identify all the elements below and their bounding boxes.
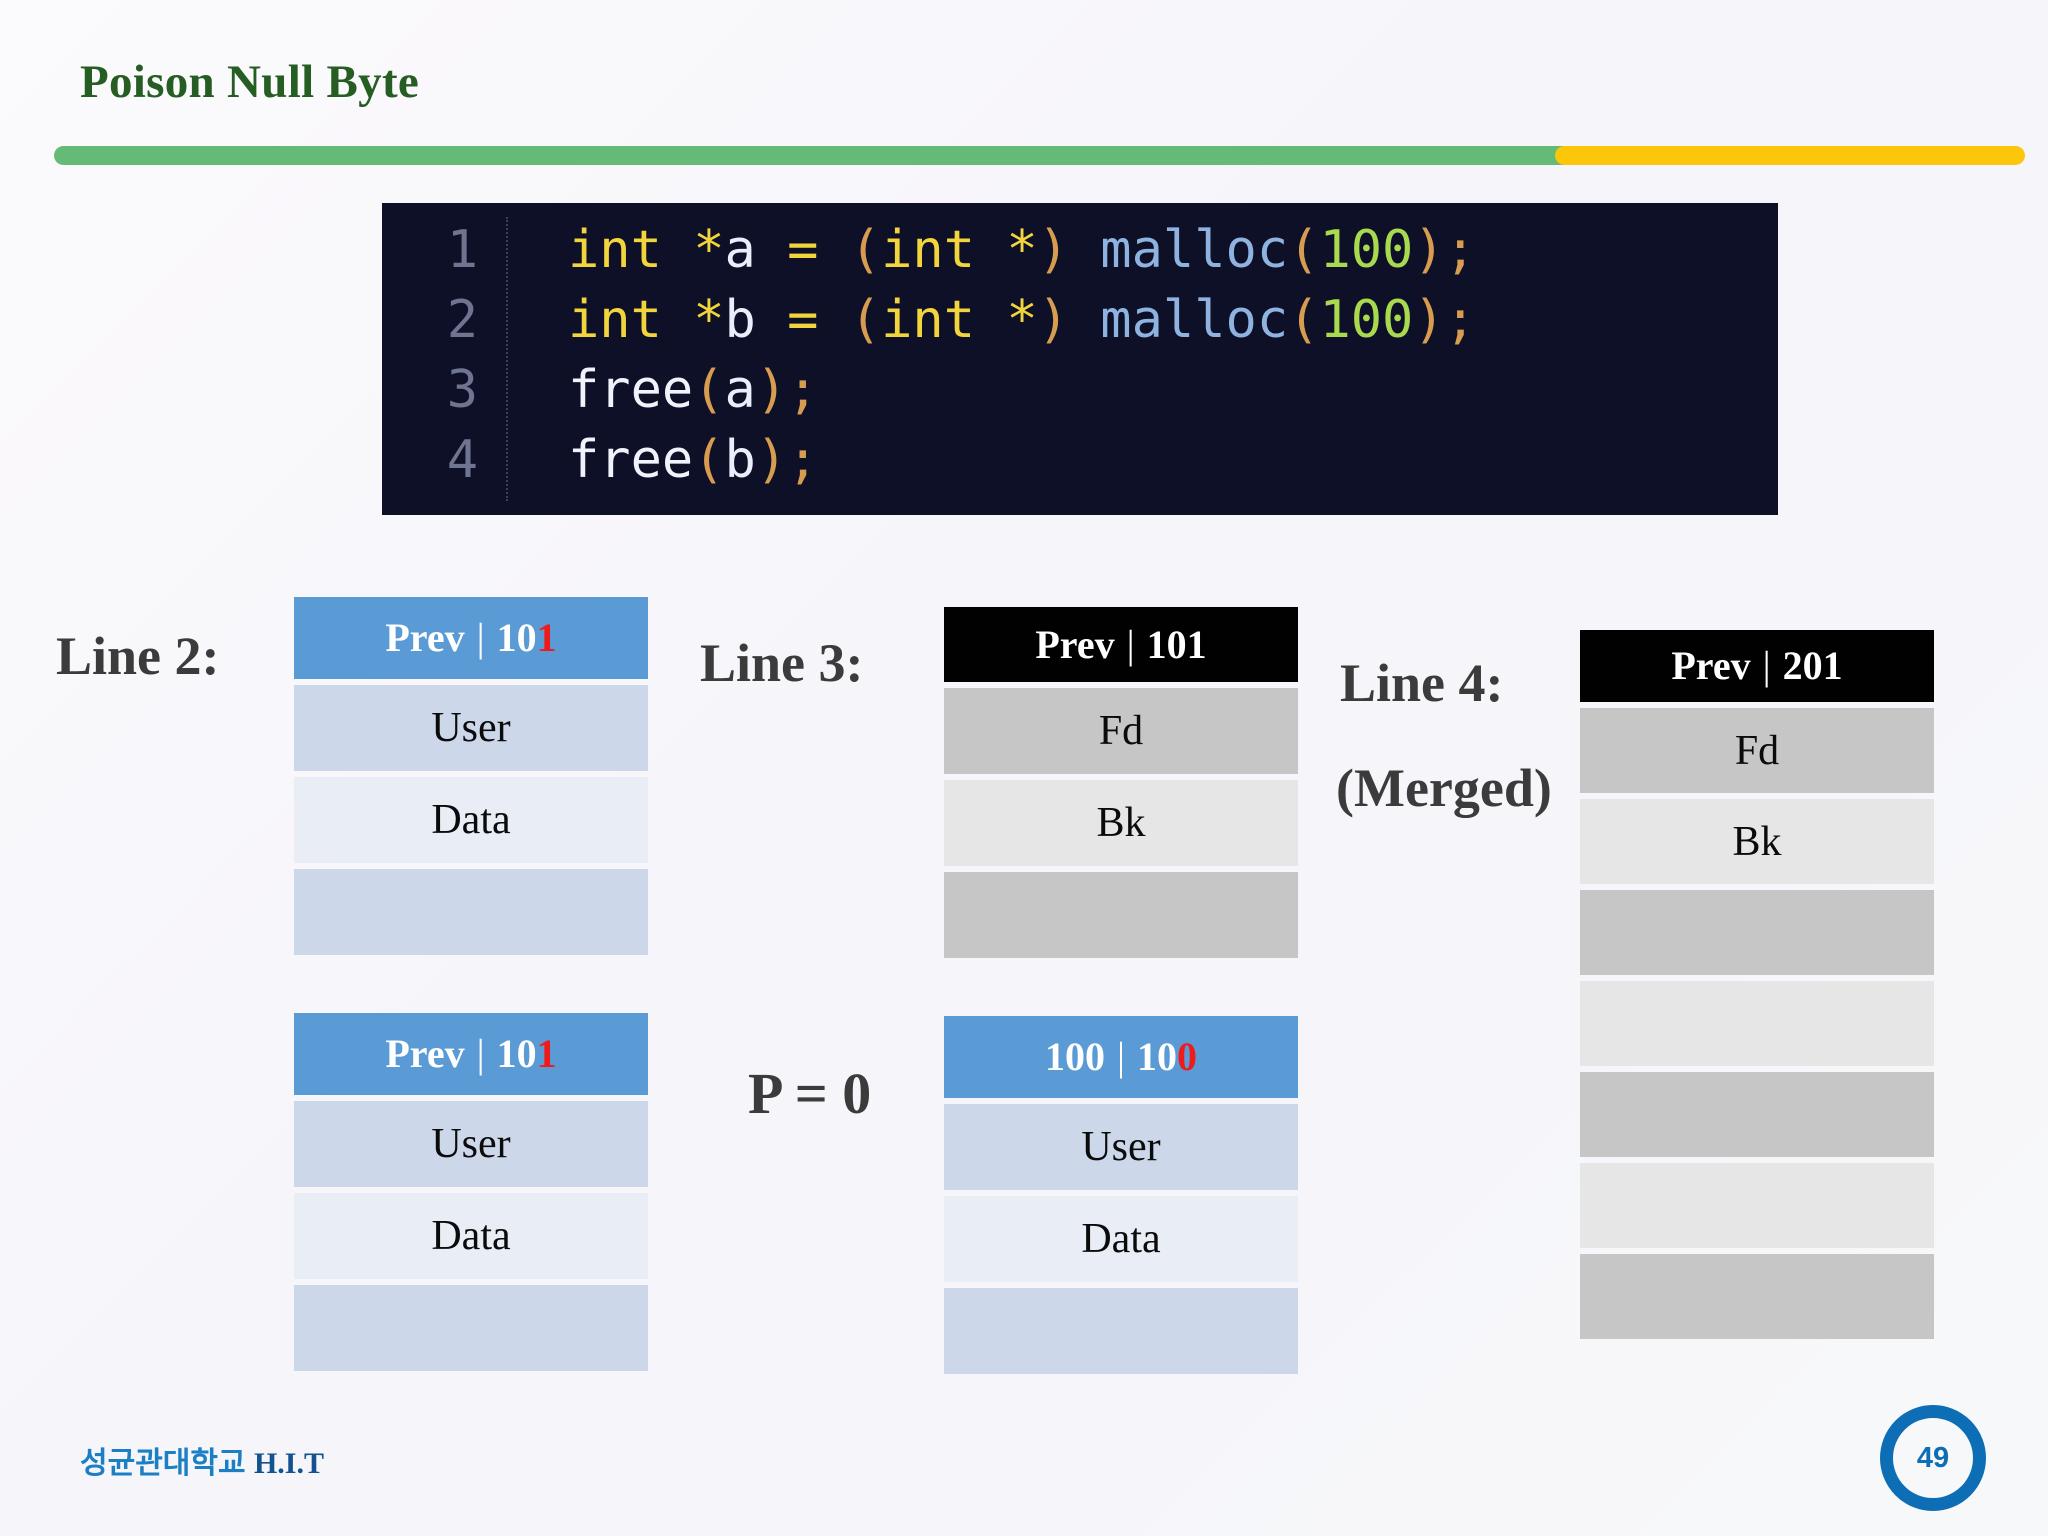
chunk-row-empty bbox=[944, 872, 1298, 958]
code-line-text: int *b = (int *) malloc(100); bbox=[568, 290, 1476, 350]
divider-bar-green bbox=[54, 146, 1614, 165]
code-line-text: free(b); bbox=[568, 430, 819, 490]
page-number: 49 bbox=[1916, 1441, 1950, 1474]
chunk-header-size: 10 bbox=[496, 1031, 537, 1076]
label-p-equals: P = 0 bbox=[748, 1061, 872, 1126]
chunk-row-fd: Fd bbox=[944, 688, 1298, 774]
chunk-row-fd: Fd bbox=[1580, 708, 1934, 793]
code-line-number: 2 bbox=[446, 290, 478, 350]
code-line: 2 int *b = (int *) malloc(100); bbox=[382, 285, 1778, 355]
chunk-header-left: Prev bbox=[385, 1031, 465, 1076]
chunk-header-separator: | bbox=[476, 1031, 485, 1076]
chunk-header-size: 10 bbox=[496, 615, 537, 660]
page-number-badge: 49 bbox=[1880, 1405, 1986, 1511]
chunk-row-bk: Bk bbox=[944, 780, 1298, 866]
chunk-row-label: Data bbox=[431, 797, 511, 843]
chunk-row-label: User bbox=[431, 705, 511, 751]
chunk-header-size-highlight: 0 bbox=[1177, 1034, 1197, 1079]
chunk-header-left: Prev bbox=[385, 615, 465, 660]
chunk-row-label: Data bbox=[431, 1213, 511, 1259]
chunk-row-data: Data bbox=[294, 777, 648, 863]
code-snippet: 1 int *a = (int *) malloc(100); 2 int *b = … bbox=[382, 203, 1778, 515]
chunk-row-label: User bbox=[1081, 1124, 1161, 1170]
page-title: Poison Null Byte bbox=[80, 56, 420, 108]
code-line-text: free(a); bbox=[568, 360, 819, 420]
chunk-header-size-highlight: 1 bbox=[536, 615, 557, 660]
chunk-row-label: Bk bbox=[1096, 800, 1146, 846]
code-line: 1 int *a = (int *) malloc(100); bbox=[382, 215, 1778, 285]
chunk-row-label: Fd bbox=[1098, 708, 1144, 754]
chunk-row-label: Data bbox=[1081, 1216, 1161, 1262]
chunk-row-empty bbox=[1580, 981, 1934, 1066]
chunk-row-empty bbox=[294, 869, 648, 955]
code-line-number: 4 bbox=[446, 430, 478, 490]
chunk-header-separator: | bbox=[1126, 621, 1135, 667]
code-line: 4 free(b); bbox=[382, 425, 1778, 495]
code-line-text: int *a = (int *) malloc(100); bbox=[568, 220, 1476, 280]
chunk-header: Prev|101 bbox=[944, 607, 1298, 682]
label-line-3: Line 3: bbox=[700, 633, 864, 693]
chunk-row-label: User bbox=[431, 1121, 511, 1167]
footer-university: 성균관대학교 bbox=[80, 1447, 246, 1480]
chunk-row-label: Bk bbox=[1732, 818, 1782, 865]
footer-lab: H.I.T bbox=[253, 1447, 324, 1480]
chunk-header: Prev|201 bbox=[1580, 630, 1934, 702]
code-line: 3 free(a); bbox=[382, 355, 1778, 425]
code-line-number: 3 bbox=[446, 360, 478, 420]
chunk-header-size-highlight: 1 bbox=[536, 1031, 557, 1076]
chunk-header-separator: | bbox=[476, 615, 485, 660]
footer-logo: 성균관대학교 H.I.T bbox=[80, 1438, 324, 1482]
label-merged: (Merged) bbox=[1336, 758, 1552, 818]
chunk-row-empty bbox=[944, 1288, 1298, 1374]
chunk-row-data: Data bbox=[944, 1196, 1298, 1282]
divider-bar-yellow bbox=[1555, 146, 2025, 165]
code-lines: 1 int *a = (int *) malloc(100); 2 int *b = … bbox=[382, 215, 1778, 495]
chunk-row-empty bbox=[1580, 890, 1934, 975]
chunk-header-size: 101 bbox=[1146, 621, 1207, 667]
label-line-4: Line 4: bbox=[1340, 653, 1504, 713]
chunk-header-separator: | bbox=[1116, 1034, 1125, 1079]
chunk-row-empty bbox=[1580, 1254, 1934, 1339]
chunk-header-left: Prev bbox=[1035, 621, 1115, 667]
chunk-row-user: User bbox=[294, 685, 648, 771]
chunk-row-user: User bbox=[944, 1104, 1298, 1190]
chunk-header-left: 100 bbox=[1044, 1034, 1105, 1079]
chunk-row-empty bbox=[294, 1285, 648, 1371]
chunk-header-separator: | bbox=[1762, 643, 1771, 688]
chunk-header-size: 201 bbox=[1782, 643, 1843, 688]
chunk-header-left: Prev bbox=[1671, 643, 1751, 688]
chunk-row-empty bbox=[1580, 1072, 1934, 1157]
chunk-row-data: Data bbox=[294, 1193, 648, 1279]
chunk-row-user: User bbox=[294, 1101, 648, 1187]
chunk-row-bk: Bk bbox=[1580, 799, 1934, 884]
label-line-2: Line 2: bbox=[56, 626, 220, 686]
code-gutter-divider bbox=[506, 217, 508, 501]
chunk-row-empty bbox=[1580, 1163, 1934, 1248]
chunk-row-label: Fd bbox=[1734, 727, 1780, 774]
code-line-number: 1 bbox=[446, 220, 478, 280]
chunk-header-size: 10 bbox=[1137, 1034, 1177, 1079]
